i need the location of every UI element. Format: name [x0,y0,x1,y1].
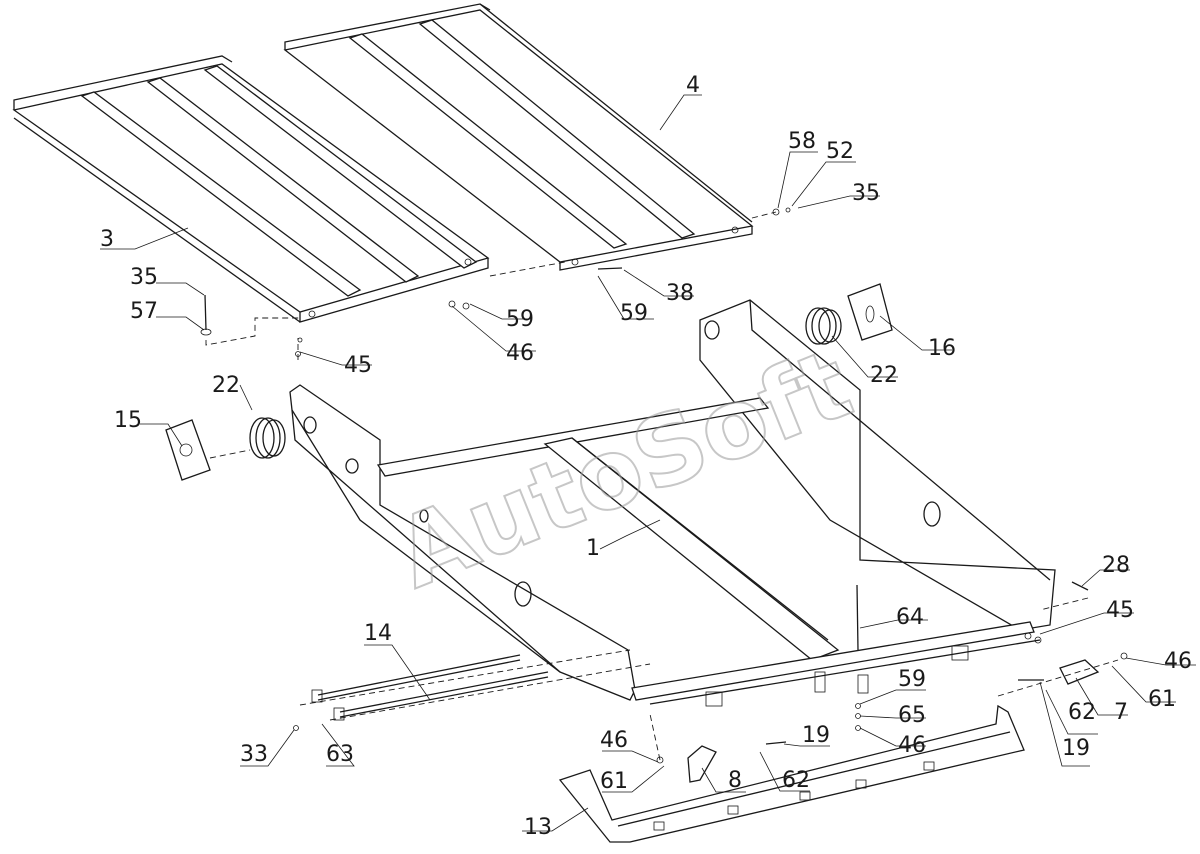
sieve-part-3 [12,55,490,323]
callout-label: 46 [1164,649,1192,674]
callout-label: 38 [666,281,694,306]
callout-label: 59 [620,301,648,326]
sieve-frame-part-1 [289,299,1056,707]
callout-label: 59 [506,307,534,332]
callout-label: 7 [1114,700,1128,725]
bellows-part-22-left [249,417,286,459]
callout-label: 8 [728,768,742,793]
assembly-lines [205,211,1119,761]
callout-label: 46 [898,733,926,758]
callout-label: 61 [600,769,628,794]
callout-label: 22 [212,373,240,398]
rail-part-13 [558,704,1025,843]
callout-labels: 4 58 52 35 3 35 57 59 46 45 59 38 16 22 … [100,73,1192,840]
callout-label: 62 [782,768,810,793]
callout-label: 35 [130,265,158,290]
callout-label: 57 [130,299,158,324]
callout-label: 46 [506,341,534,366]
callout-label: 58 [788,129,816,154]
rod-part-14 [311,654,549,721]
leader-lines [100,94,1196,832]
fasteners [200,207,1128,764]
callout-label: 35 [852,181,880,206]
callout-label: 14 [364,621,392,646]
sieve-part-4 [283,3,754,271]
callout-label: 33 [240,742,268,767]
callout-label: 62 [1068,700,1096,725]
link-part-8 [687,745,717,783]
callout-label: 19 [802,723,830,748]
callout-label: 52 [826,139,854,164]
callout-label: 45 [1106,598,1134,623]
callout-label: 45 [344,353,372,378]
callout-label: 22 [870,363,898,388]
callout-label: 46 [600,728,628,753]
callout-label: 28 [1102,553,1130,578]
callout-label: 3 [100,227,114,252]
callout-label: 19 [1062,736,1090,761]
callout-label: 63 [326,742,354,767]
bellows-part-22-right [805,307,842,345]
callout-label: 65 [898,703,926,728]
callout-label: 15 [114,408,142,433]
callout-label: 4 [686,73,700,98]
callout-label: 59 [898,667,926,692]
callout-label: 61 [1148,687,1176,712]
plate-part-16 [847,283,893,341]
callout-label: 64 [896,605,924,630]
callout-label: 1 [586,536,600,561]
plate-part-15 [165,419,211,481]
callout-label: 13 [524,815,552,840]
callout-label: 16 [928,336,956,361]
